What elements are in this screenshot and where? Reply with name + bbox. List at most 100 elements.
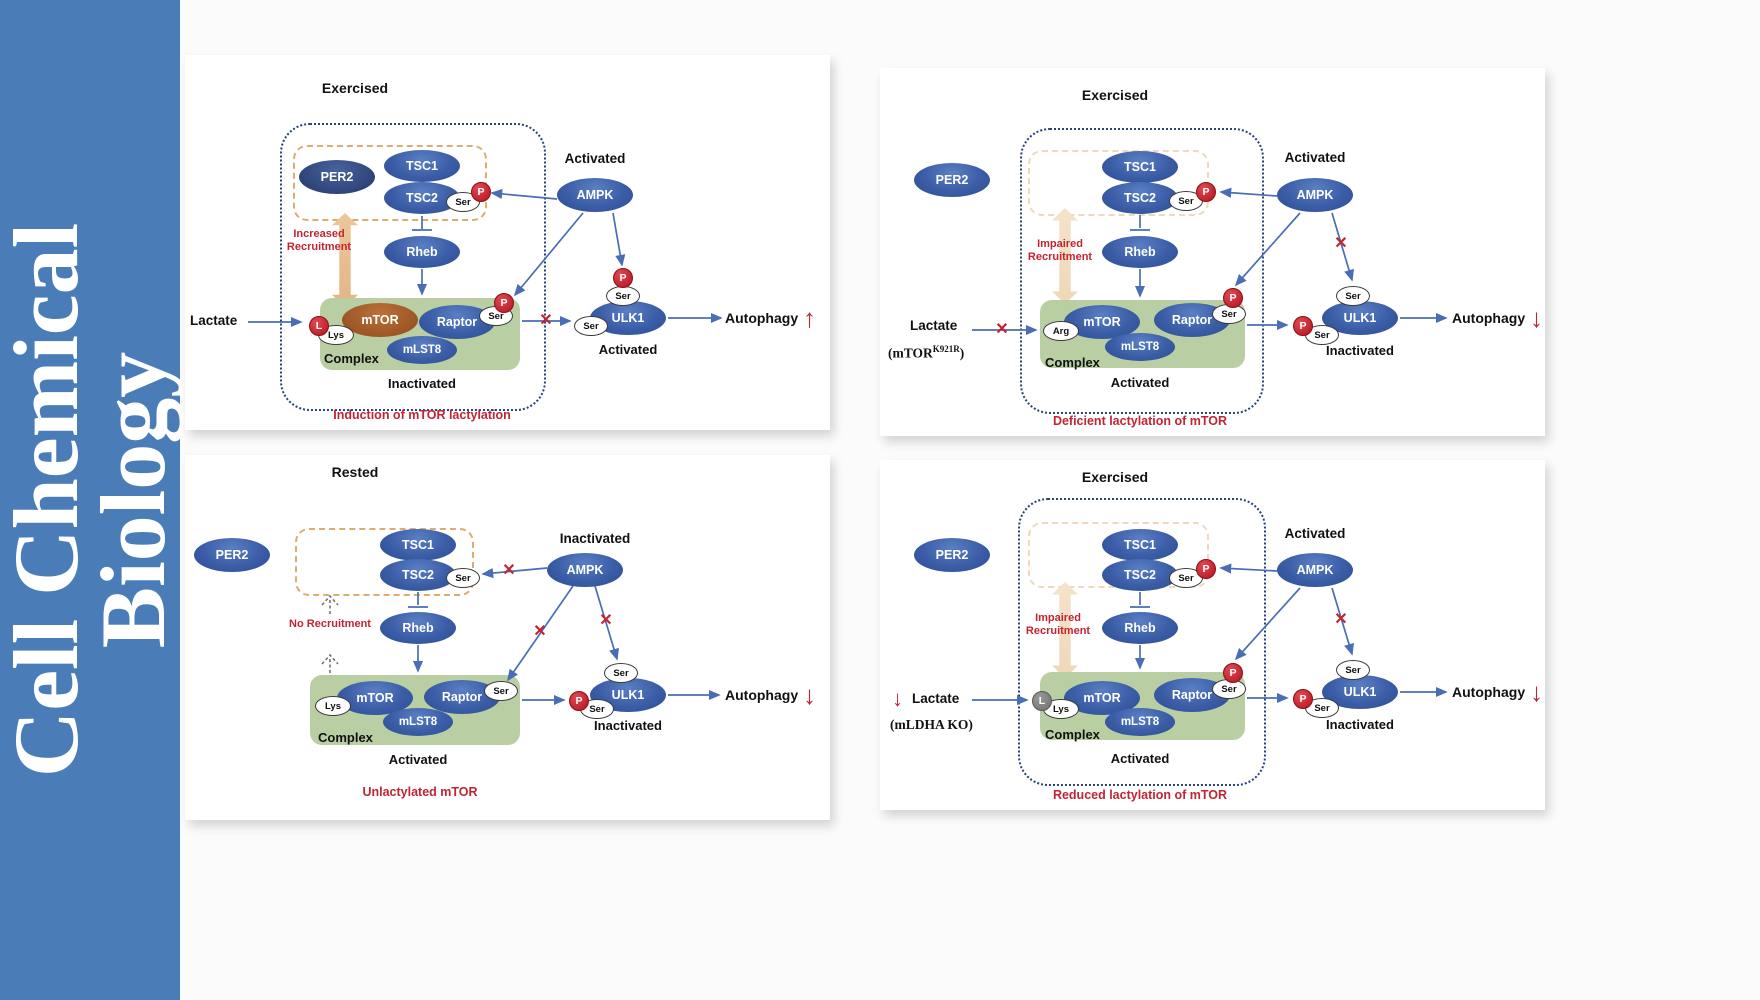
lactate-label: Lactate bbox=[912, 691, 960, 706]
ulk1-phospho-badge: P bbox=[569, 691, 589, 711]
tsc2-node: TSC2 bbox=[384, 182, 460, 214]
lactate-direction-arrow: ↓ bbox=[892, 686, 903, 711]
ulk1-node: ULK1 bbox=[1322, 675, 1398, 709]
panel-exercised-k921r: Exercised PER2 TSC1 TSC2 Ser P Activated… bbox=[880, 68, 1545, 436]
tsc2-node: TSC2 bbox=[1102, 182, 1178, 214]
blocked-inhibition-cross: ✕ bbox=[539, 312, 553, 329]
mtor-lys-site: Lys bbox=[1043, 699, 1079, 719]
lactate-blocked-cross: ✕ bbox=[995, 321, 1009, 338]
panel-title: Exercised bbox=[1081, 469, 1149, 485]
journal-title-line2: Biology bbox=[82, 351, 184, 649]
ampk-ulk1-blocked-cross: ✕ bbox=[1334, 235, 1348, 252]
complex-state-label: Activated bbox=[1110, 751, 1170, 766]
mlst8-node: mLST8 bbox=[387, 336, 457, 364]
tsc2-node: TSC2 bbox=[1102, 559, 1178, 591]
ulk1-top-ser-site: Ser bbox=[1336, 286, 1370, 306]
raptor-ser-site: Ser bbox=[484, 681, 518, 701]
panel-caption: Deficient lactylation of mTOR bbox=[1052, 414, 1228, 428]
panel-caption: Induction of mTOR lactylation bbox=[333, 408, 511, 422]
per2-node: PER2 bbox=[914, 163, 990, 197]
ampk-state-label: Activated bbox=[564, 151, 626, 166]
lactyl-badge: L bbox=[309, 316, 329, 336]
mutant-note-superscript: K921R bbox=[932, 344, 960, 354]
panel-exercised-mldha-ko: Exercised PER2 TSC1 TSC2 Ser P Activated… bbox=[880, 460, 1545, 810]
recruitment-label: Impaired Recruitment bbox=[1025, 612, 1091, 637]
ampk-state-label: Inactivated bbox=[559, 531, 631, 546]
complex-state-label: Activated bbox=[1110, 375, 1170, 390]
autophagy-label: Autophagy bbox=[725, 687, 799, 703]
autophagy-direction-arrow: ↓ bbox=[1530, 677, 1543, 707]
tsc1-node: TSC1 bbox=[380, 529, 456, 561]
tsc2-phospho-badge: P bbox=[1196, 559, 1216, 579]
tsc2-ser-site: Ser bbox=[446, 568, 480, 588]
ulk1-state-label: Inactivated bbox=[1326, 717, 1394, 732]
mlst8-node: mLST8 bbox=[1105, 708, 1175, 736]
autophagy-label: Autophagy bbox=[725, 310, 799, 326]
mlst8-node: mLST8 bbox=[383, 708, 453, 736]
ampk-tsc2-blocked-cross: ✕ bbox=[502, 562, 516, 579]
ampk-state-label: Activated bbox=[1284, 526, 1346, 541]
ulk1-state-label: Inactivated bbox=[594, 718, 662, 733]
per2-tsc-frame bbox=[295, 528, 474, 596]
raptor-phospho-badge: P bbox=[1223, 288, 1243, 308]
knockout-note: (mLDHA KO) bbox=[890, 717, 973, 732]
mlst8-node: mLST8 bbox=[1105, 333, 1175, 361]
ampk-ulk1-blocked-cross: ✕ bbox=[599, 612, 613, 629]
rheb-node: Rheb bbox=[1102, 612, 1178, 644]
tsc1-node: TSC1 bbox=[384, 150, 460, 182]
raptor-phospho-badge: P bbox=[494, 293, 514, 313]
autophagy-label: Autophagy bbox=[1452, 310, 1526, 326]
mtor-lys-site: Lys bbox=[315, 696, 351, 716]
autophagy-direction-arrow: ↓ bbox=[1530, 303, 1543, 333]
mutant-note: (mTORK921R) bbox=[888, 344, 964, 362]
ulk1-top-ser-site: Ser bbox=[606, 286, 640, 306]
ampk-node: AMPK bbox=[547, 553, 623, 587]
panel-title: Rested bbox=[331, 464, 379, 480]
tsc2-phospho-badge: P bbox=[1196, 182, 1216, 202]
recruitment-label: Impaired Recruitment bbox=[1027, 238, 1093, 263]
panel-exercised-induction: Exercised PER2 TSC1 TSC2 Ser P Activated… bbox=[185, 55, 830, 430]
ampk-node: AMPK bbox=[557, 178, 633, 212]
panel-title: Exercised bbox=[1081, 87, 1149, 103]
mtor-node: mTOR bbox=[342, 303, 418, 337]
rheb-node: Rheb bbox=[380, 612, 456, 644]
mutant-note-base: (mTOR bbox=[888, 345, 933, 361]
per2-node: PER2 bbox=[194, 538, 270, 572]
autophagy-direction-arrow: ↓ bbox=[803, 680, 816, 710]
ampk-state-label: Activated bbox=[1284, 150, 1346, 165]
autophagy-label: Autophagy bbox=[1452, 684, 1526, 700]
rheb-node: Rheb bbox=[1102, 236, 1178, 268]
lactate-label: Lactate bbox=[190, 313, 238, 328]
journal-title-line1: Cell Chemical bbox=[0, 222, 97, 778]
ampk-node: AMPK bbox=[1277, 553, 1353, 587]
ampk-node: AMPK bbox=[1277, 178, 1353, 212]
recruitment-label: No Recruitment bbox=[289, 618, 371, 630]
complex-state-label: Activated bbox=[388, 752, 448, 767]
ulk1-top-ser-site: Ser bbox=[604, 663, 638, 683]
lactyl-badge: L bbox=[1032, 691, 1052, 711]
ampk-complex-blocked-cross: ✕ bbox=[533, 623, 547, 640]
ulk1-state-label: Activated bbox=[598, 342, 658, 357]
complex-label: Complex bbox=[1045, 727, 1100, 742]
ulk1-top-ser-site: Ser bbox=[1336, 660, 1370, 680]
complex-label: Complex bbox=[318, 730, 373, 745]
panel-title: Exercised bbox=[321, 80, 389, 96]
panel-caption: Unlactylated mTOR bbox=[362, 785, 478, 799]
recruitment-label: Increased Recruitment bbox=[286, 228, 352, 253]
lactate-label: Lactate bbox=[910, 318, 958, 333]
per2-node: PER2 bbox=[914, 538, 990, 572]
journal-sidebar: Cell Chemical Biology bbox=[0, 0, 184, 1000]
journal-title: Cell Chemical Biology bbox=[0, 0, 184, 1000]
per2-node: PER2 bbox=[299, 160, 375, 194]
ulk1-state-label: Inactivated bbox=[1326, 343, 1394, 358]
autophagy-direction-arrow: ↑ bbox=[803, 303, 816, 333]
ulk1-phospho-badge: P bbox=[613, 268, 633, 288]
panel-caption: Reduced lactylation of mTOR bbox=[1052, 788, 1228, 802]
ulk1-left-ser-site: Ser bbox=[574, 316, 608, 336]
raptor-phospho-badge: P bbox=[1223, 663, 1243, 683]
mtor-arg-site: Arg bbox=[1043, 321, 1079, 341]
tsc2-phospho-badge: P bbox=[471, 182, 491, 202]
ulk1-phospho-badge: P bbox=[1293, 689, 1313, 709]
complex-label: Complex bbox=[324, 351, 379, 366]
